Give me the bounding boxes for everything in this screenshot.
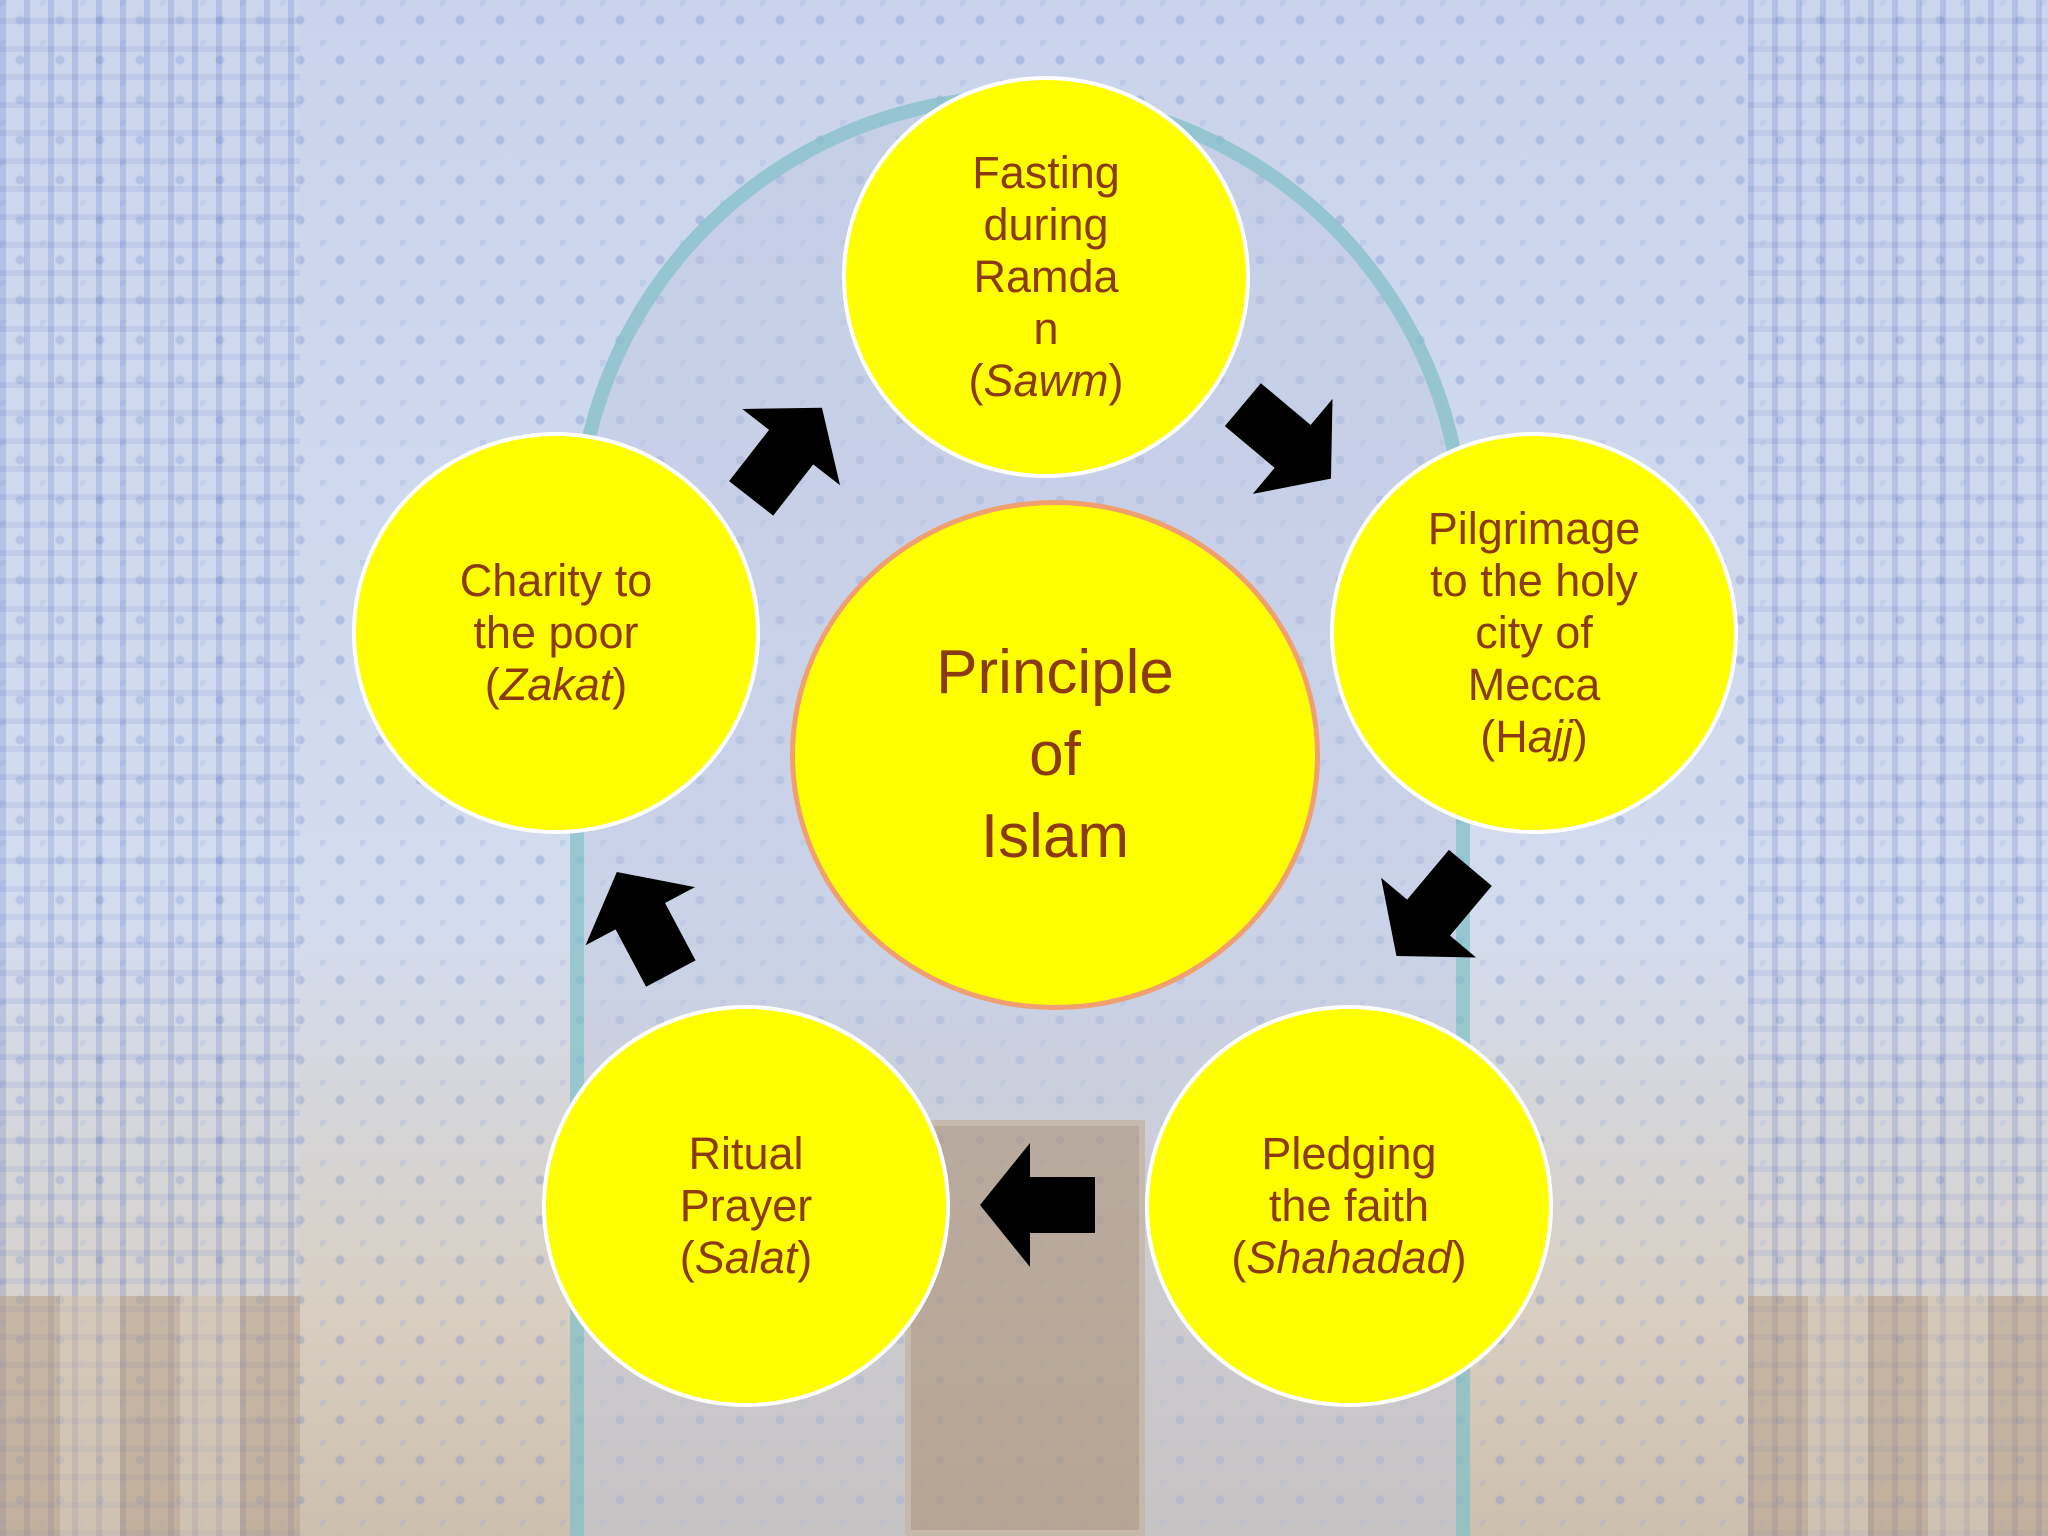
wood-panel-right xyxy=(1748,1296,2048,1536)
sawm-line-3: Ramda xyxy=(973,251,1119,302)
sawm-line-2: during xyxy=(983,199,1109,250)
hajj-close-paren: ) xyxy=(1572,711,1588,762)
shahadad-close-paren: ) xyxy=(1451,1232,1467,1283)
pillar-circle-shahadad: Pledging the faith (Shahadad) xyxy=(1145,1005,1553,1407)
pillar-circle-zakat: Charity to the poor (Zakat) xyxy=(352,432,760,834)
hajj-open-paren: (H xyxy=(1480,711,1528,762)
arrow-hajj-to-shahadad xyxy=(1381,849,1492,958)
wood-panel-left xyxy=(0,1296,300,1536)
salat-term-line: (Salat) xyxy=(680,1232,813,1284)
sawm-line-1: Fasting xyxy=(972,147,1120,198)
pillar-label-zakat: Charity to the poor (Zakat) xyxy=(460,555,653,711)
zakat-term: Zakat xyxy=(499,659,613,710)
center-line-1: Principle xyxy=(936,638,1174,707)
hajj-line-1: Pilgrimage xyxy=(1427,503,1641,554)
pillar-label-salat: Ritual Prayer (Salat) xyxy=(680,1128,813,1284)
hajj-line-3: city of xyxy=(1475,607,1593,658)
tile-pillar-right xyxy=(1748,0,2048,1536)
pillar-label-sawm: Fasting during Ramda n (Sawm) xyxy=(968,147,1123,407)
arrow-shahadad-to-salat xyxy=(980,1143,1095,1267)
principle-of-islam-circle: Principle of Islam xyxy=(790,500,1320,1010)
pillar-circle-hajj: Pilgrimage to the holy city of Mecca (Ha… xyxy=(1330,432,1738,834)
center-label: Principle of Islam xyxy=(936,632,1174,878)
zakat-close-paren: ) xyxy=(612,659,628,710)
salat-open-paren: ( xyxy=(679,1232,695,1283)
hajj-line-2: to the holy xyxy=(1430,555,1638,606)
pillar-label-shahadad: Pledging the faith (Shahadad) xyxy=(1231,1128,1466,1284)
arrow-sawm-to-hajj xyxy=(1224,383,1333,494)
shahadad-term: Shahadad xyxy=(1246,1232,1452,1283)
salat-close-paren: ) xyxy=(797,1232,813,1283)
salat-term: Salat xyxy=(694,1232,798,1283)
salat-line-2: Prayer xyxy=(679,1180,813,1231)
pillar-circle-salat: Ritual Prayer (Salat) xyxy=(542,1005,950,1407)
pillar-label-hajj: Pilgrimage to the holy city of Mecca (Ha… xyxy=(1428,503,1641,763)
sawm-term: Sawm xyxy=(983,355,1109,406)
zakat-line-2: the poor xyxy=(473,607,639,658)
shahadad-open-paren: ( xyxy=(1231,1232,1247,1283)
sawm-term-line: (Sawm) xyxy=(968,355,1123,407)
center-line-2: of xyxy=(1029,720,1081,789)
shahadad-line-1: Pledging xyxy=(1261,1128,1437,1179)
salat-line-1: Ritual xyxy=(688,1128,804,1179)
zakat-line-1: Charity to xyxy=(459,555,653,606)
hajj-term-line: (Hajj) xyxy=(1428,711,1641,763)
pillar-circle-sawm: Fasting during Ramda n (Sawm) xyxy=(842,76,1250,478)
arrow-salat-to-zakat xyxy=(585,872,696,987)
shahadad-term-line: (Shahadad) xyxy=(1231,1232,1466,1284)
hajj-term: ajj xyxy=(1527,711,1573,762)
zakat-term-line: (Zakat) xyxy=(460,659,653,711)
arrow-zakat-to-sawm xyxy=(729,407,841,516)
zakat-open-paren: ( xyxy=(484,659,500,710)
sawm-close-paren: ) xyxy=(1108,355,1124,406)
tile-pillar-left xyxy=(0,0,300,1536)
shahadad-line-2: the faith xyxy=(1268,1180,1430,1231)
center-line-3: Islam xyxy=(980,802,1130,871)
hajj-line-4: Mecca xyxy=(1467,659,1601,710)
sawm-open-paren: ( xyxy=(968,355,984,406)
sawm-line-4: n xyxy=(1033,303,1059,354)
